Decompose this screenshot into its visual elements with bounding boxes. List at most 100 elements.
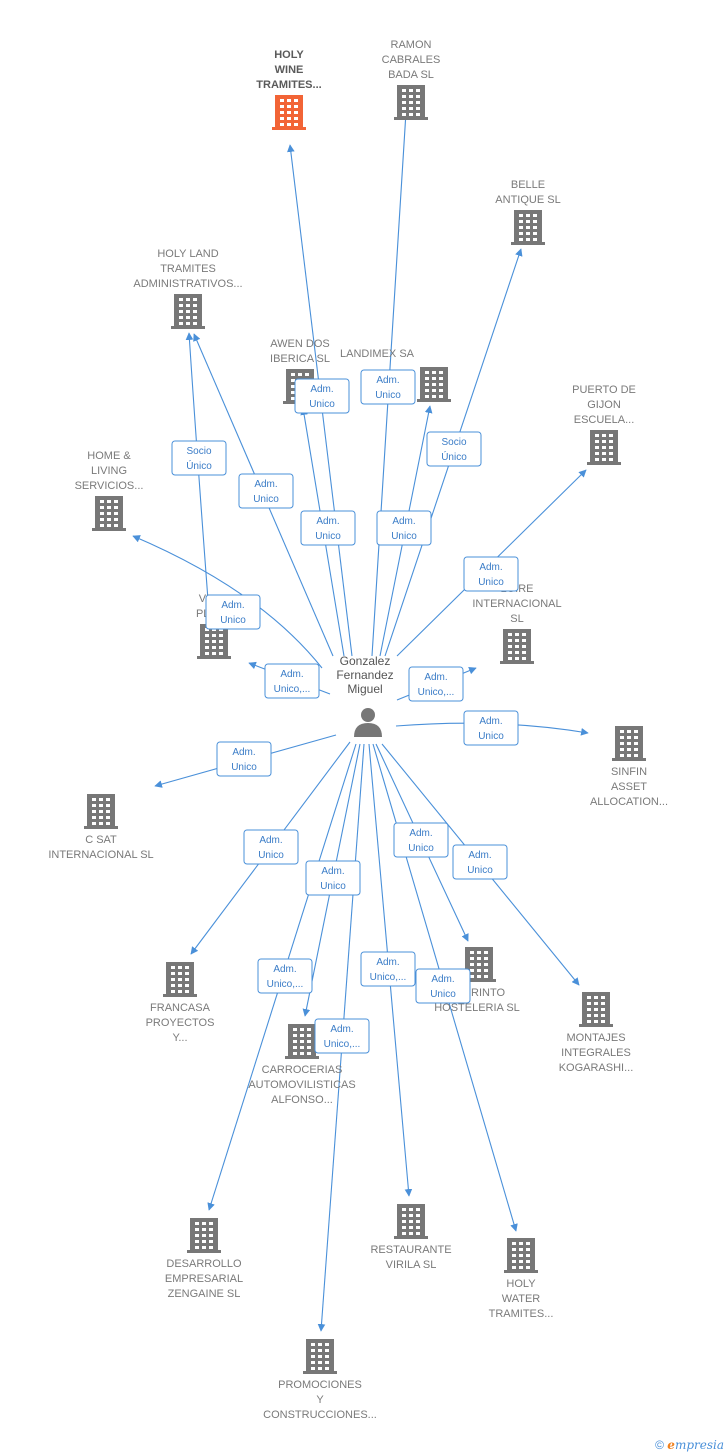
company-node-puerto-gijon[interactable]: PUERTO DEGIJONESCUELA... [572, 384, 636, 465]
company-node-holy-land[interactable]: HOLY LANDTRAMITESADMINISTRATIVOS... [133, 248, 243, 329]
relation-text: Unico [478, 731, 504, 742]
relation-label-carrocerias[interactable]: Adm.Unico [305, 860, 361, 896]
company-node-loire[interactable]: LOIREINTERNACIONALSL [472, 583, 562, 664]
relation-text: Socio [441, 437, 466, 448]
company-label: IBERICA SL [270, 353, 330, 365]
company-label: PUERTO DE [572, 384, 636, 396]
relation-text: Adm. [259, 835, 282, 846]
company-label: WATER [502, 1293, 541, 1305]
company-label: RAMON [391, 39, 432, 51]
relation-label-landimex[interactable]: Adm.Unico [376, 510, 432, 546]
relation-box [463, 710, 519, 746]
relation-label-holy-wine[interactable]: Adm. Unico [294, 378, 350, 414]
relation-text: Adm. [376, 375, 399, 386]
relation-text: Unico,... [324, 1039, 361, 1050]
person-icon-body [354, 723, 382, 737]
company-label: CARROCERIAS [262, 1064, 343, 1076]
company-label: Y [316, 1394, 324, 1406]
relation-box [452, 844, 508, 880]
relation-box [360, 369, 416, 405]
relation-text: Unico [220, 615, 246, 626]
relation-text: Unico [408, 843, 434, 854]
company-label: DESARROLLO [166, 1258, 242, 1270]
footer-brand[interactable]: © empresia [655, 1438, 724, 1452]
company-label: SINFIN [611, 766, 647, 778]
company-label: KOGARASHI... [559, 1062, 634, 1074]
relation-text: Adm. [310, 384, 333, 395]
building-icon [587, 430, 621, 465]
building-icon [612, 726, 646, 761]
relation-text: Unico [253, 494, 279, 505]
company-label: C SAT [85, 834, 117, 846]
relations-layer: Adm.UnicoAdm.UnicoSocioÚnicoAdm.UnicoSoc… [171, 369, 519, 1054]
relation-box [294, 378, 350, 414]
company-label: PROYECTOS [146, 1017, 215, 1029]
building-icon [187, 1218, 221, 1253]
relation-label-desarrollo[interactable]: Adm.Unico,... [257, 958, 313, 994]
company-node-francasa[interactable]: FRANCASAPROYECTOSY... [146, 962, 215, 1044]
relation-box [305, 860, 361, 896]
relation-text: Unico [430, 989, 456, 1000]
relation-label-holy-land[interactable]: Adm.Unico [238, 473, 294, 509]
company-node-landimex[interactable]: LANDIMEX SA [340, 348, 451, 402]
person-name: Gonzalez [340, 654, 391, 668]
company-label: HOLY [274, 49, 304, 61]
relation-label-home-living[interactable]: Adm.Unico [205, 594, 261, 630]
company-node-sinfin[interactable]: SINFINASSETALLOCATION... [590, 726, 668, 808]
company-label: LIVING [91, 465, 127, 477]
relation-text: Único [186, 459, 212, 472]
company-node-home-living[interactable]: HOME &LIVINGSERVICIOS... [75, 450, 144, 531]
relation-label-puerto-gijon[interactable]: Adm.Unico [463, 556, 519, 592]
person-icon [361, 708, 375, 722]
relation-label-vega-place[interactable]: Adm.Unico,... [264, 663, 320, 699]
company-node-holy-water[interactable]: HOLYWATERTRAMITES... [489, 1238, 554, 1320]
relation-text: Adm. [316, 516, 339, 527]
relation-label-laberinto[interactable]: Adm. Unico [393, 822, 449, 858]
company-node-holy-wine[interactable]: HOLYWINETRAMITES... [256, 49, 322, 130]
company-label: ANTIQUE SL [495, 194, 560, 206]
relation-box [300, 510, 356, 546]
relation-label-promociones[interactable]: Adm.Unico,... [314, 1018, 370, 1054]
relation-label-restaurante[interactable]: Adm.Unico,... [360, 951, 416, 987]
company-node-promociones[interactable]: PROMOCIONESYCONSTRUCCIONES... [263, 1339, 377, 1421]
company-node-carrocerias[interactable]: CARROCERIASAUTOMOVILISTICASALFONSO... [248, 1024, 356, 1106]
relation-label-c-sat[interactable]: Adm.Unico [216, 741, 272, 777]
relation-text: Adm. [468, 850, 491, 861]
relation-text: Adm. [479, 562, 502, 573]
relation-label-montajes[interactable]: Adm. Unico [452, 844, 508, 880]
relation-label-ramon-cabrales[interactable]: Adm.Unico [360, 369, 416, 405]
relation-label-francasa[interactable]: Adm.Unico [243, 829, 299, 865]
relation-box [264, 663, 320, 699]
relation-label-awen-dos[interactable]: Adm.Unico [300, 510, 356, 546]
company-node-montajes[interactable]: MONTAJESINTEGRALESKOGARASHI... [559, 992, 634, 1074]
relation-box [360, 951, 416, 987]
company-label: LANDIMEX SA [340, 348, 415, 360]
company-label: VIRILA SL [386, 1259, 437, 1271]
relation-text: Unico,... [274, 684, 311, 695]
company-label: HOSTELERIA SL [434, 1002, 520, 1014]
relation-box [408, 666, 464, 702]
relation-label-sinfin[interactable]: Adm.Unico [463, 710, 519, 746]
relation-label-loire[interactable]: Adm.Unico,... [408, 666, 464, 702]
relation-text: Unico [309, 399, 335, 410]
relation-text: Unico [467, 865, 493, 876]
company-label: WINE [275, 64, 304, 76]
relation-label-holy-water[interactable]: Adm.Unico [415, 968, 471, 1004]
relation-text: Adm. [232, 747, 255, 758]
relation-text: Adm. [392, 516, 415, 527]
relation-text: Adm. [409, 828, 432, 839]
company-label: ASSET [611, 781, 647, 793]
company-label: BADA SL [388, 69, 434, 81]
relation-box [238, 473, 294, 509]
building-icon [579, 992, 613, 1027]
